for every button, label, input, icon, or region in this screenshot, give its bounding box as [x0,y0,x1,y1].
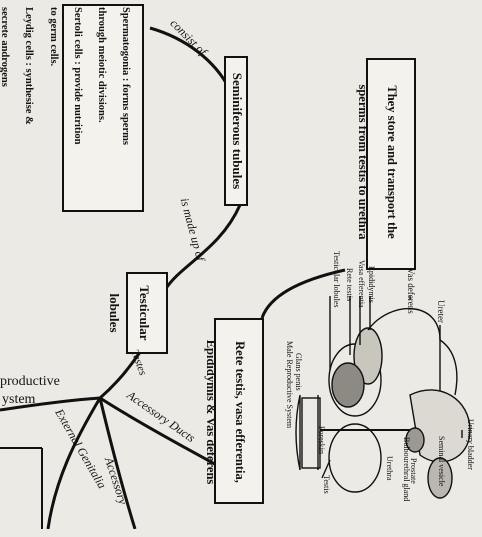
fig-label-figure-title: Male Reproductive System [282,341,294,461]
fig-label-urethra: Urethra [382,456,394,496]
fig-label-rete-testis: Rete testis [342,268,354,316]
fig-label-seminal-vesicle: Seminal vesicle [434,436,446,496]
fig-label-ureter: Ureter [434,300,446,348]
lobule-texture [332,363,364,407]
fig-label-testis: Testis [319,475,331,505]
fig-label-urinary-bladder: Urinary bladder [463,419,475,489]
ureter [440,340,457,395]
fig-label-vas-deferens: Vas deferens [404,268,416,324]
fig-label-foreskin: Foreskin [314,426,326,466]
fig-label-vasa-efferentia: Vasa efferentia [354,260,366,320]
fig-label-testicular-lobules: Testicular lobules [329,251,341,321]
fig-label-prostate: Prostate [406,458,418,498]
lower-testis-outline [329,424,381,492]
